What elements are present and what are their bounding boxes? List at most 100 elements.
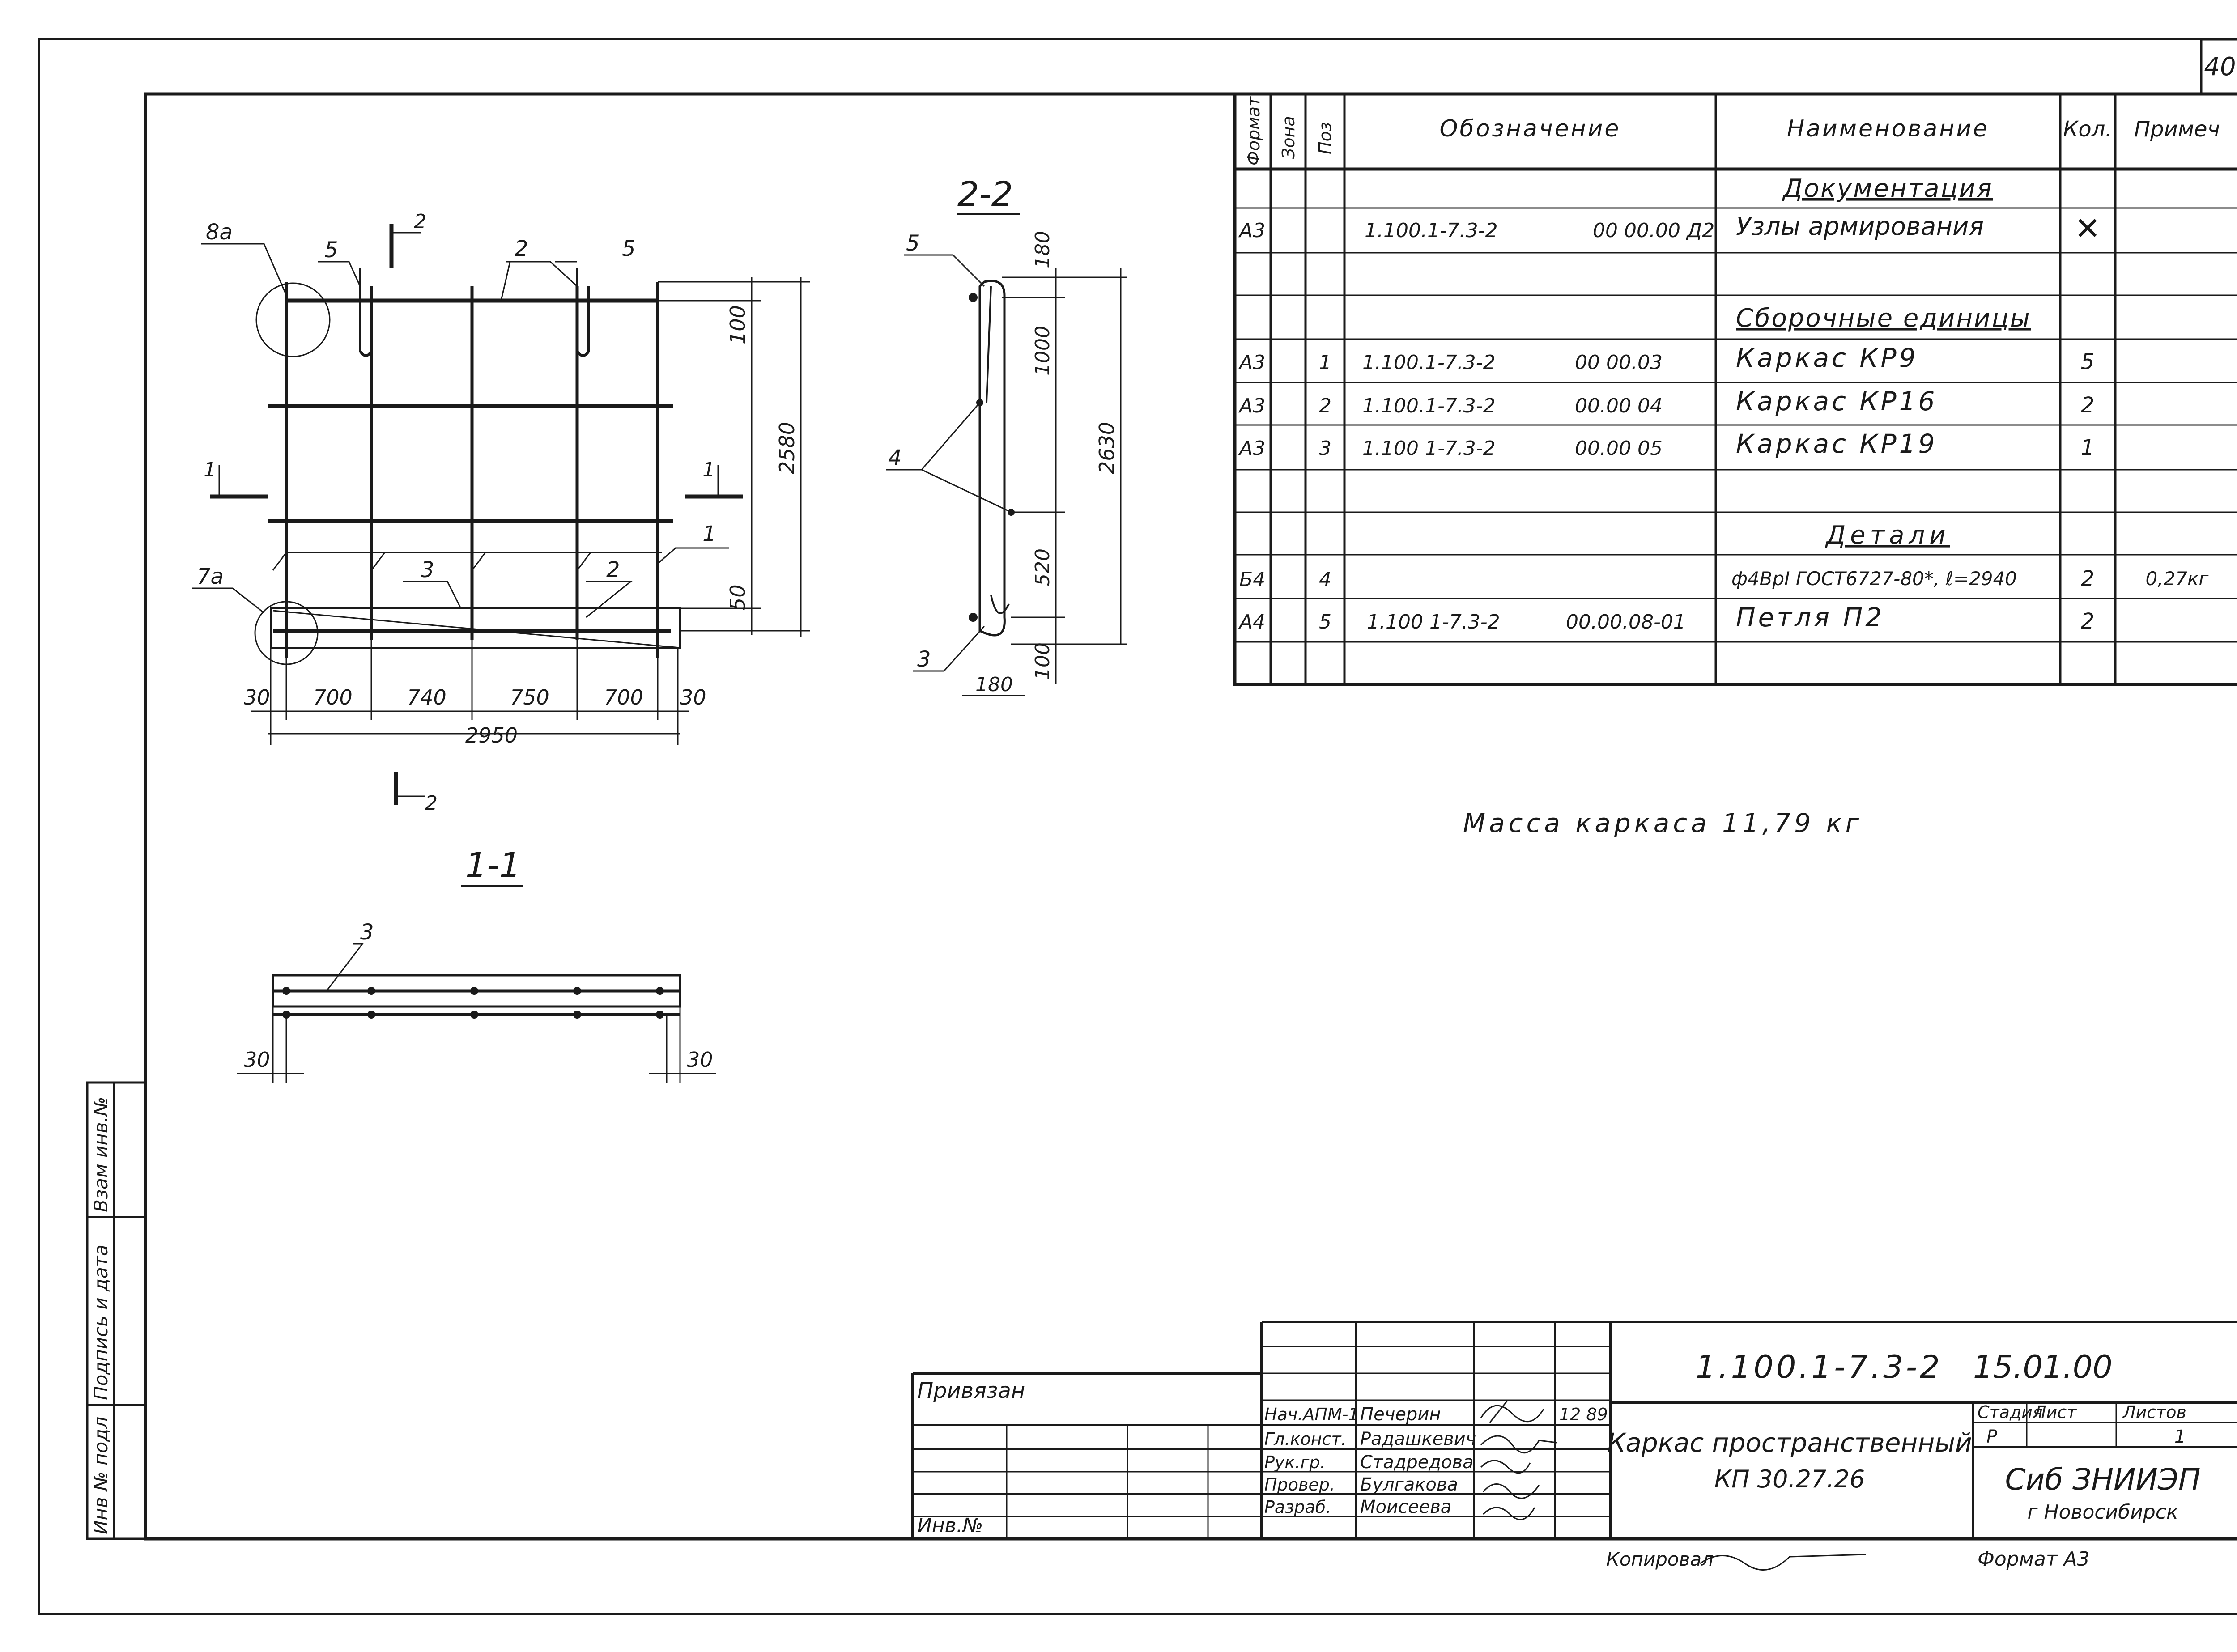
section-1-1-node-5 [656, 987, 664, 995]
section-2-2-leader-4b [921, 469, 1012, 513]
leader-tick-1 [272, 552, 287, 571]
tb-sheet-header: Лист [2033, 1402, 2077, 1422]
callout-5-right: 5 [622, 236, 636, 261]
mass-note: Масса каркаса 11,79 кг [1463, 808, 1863, 838]
dim-50: 50 [726, 584, 750, 611]
lifting-loop-left [359, 268, 373, 357]
callout-leader-2bottom [586, 581, 633, 618]
section-2-2-callout-3: 3 [917, 647, 931, 672]
tb-title-line2: КП 30.27.26 [1714, 1465, 1865, 1493]
title-block: Привязан Инв.№ Нач.АПМ-1 Гл.конст. Рук.г… [911, 1321, 2237, 1571]
tb-name-1: Печерин [1360, 1404, 1441, 1425]
dim-30-left: 30 [244, 685, 270, 709]
spec-row5-pos: 2 [1319, 395, 1331, 417]
spec-header-designation: Обозначение [1440, 115, 1621, 142]
callout-2-top: 2 [515, 236, 528, 261]
corner-number: 40 [2204, 52, 2236, 81]
tb-doc-sub: 15.01.00 [1973, 1349, 2113, 1385]
tb-sheets-header: Листов [2122, 1402, 2186, 1422]
spec-row1-qty: ✕ [2075, 210, 2101, 247]
dim-100: 100 [726, 305, 750, 344]
tb-signature-1 [1480, 1400, 1544, 1423]
spec-row5-code: 1.100.1-7.3-2 [1362, 395, 1496, 417]
section-2-2-leader-5 [904, 254, 985, 287]
section-2-2-title: 2-2 [957, 174, 1013, 214]
spec-row4-code: 1.100.1-7.3-2 [1362, 351, 1496, 374]
section-1-1-leader-3 [326, 943, 364, 991]
section-1-1-node-8 [470, 1011, 478, 1019]
section-1-1-dim-30-right: 30 [687, 1048, 713, 1072]
section-mark-2-top-label: 2 [414, 210, 426, 233]
section-2-2-loop [986, 286, 1010, 614]
section-1-1-node-10 [656, 1011, 664, 1019]
spec-row4-format: А3 [1238, 351, 1265, 374]
leader-tick-2 [370, 552, 386, 571]
tb-signature-3 [1480, 1460, 1531, 1474]
spec-header-zone: Зона [1279, 116, 1298, 159]
section-2-2-view: 2-2 180 1000 520 100 2630 180 5 4 3 [886, 174, 1127, 696]
section-mark-2-bottom-label: 2 [425, 792, 438, 815]
callout-leader-3 [403, 581, 462, 609]
spec-header-name: Наименование [1787, 115, 1989, 142]
tb-role-5: Разраб. [1264, 1497, 1331, 1517]
spec-row4-name: Каркас КР9 [1736, 343, 1918, 373]
spec-row9-note: 0,27кг [2146, 568, 2209, 590]
section-2-2-callout-5: 5 [906, 231, 920, 256]
spec-row5-name: Каркас КР16 [1736, 386, 1937, 416]
tb-name-5: Моисеева [1360, 1497, 1451, 1517]
spec-header-format: Формат [1244, 96, 1263, 166]
callout-leader-8a [201, 243, 287, 296]
tb-name-3: Стадредова [1360, 1452, 1474, 1473]
spec-header-qty: Кол. [2063, 117, 2112, 142]
dim-2950: 2950 [465, 723, 518, 747]
tb-inv-no: Инв.№ [917, 1514, 983, 1537]
section-2-2-bar-top [969, 293, 978, 302]
spec-row5-qty: 2 [2081, 393, 2095, 418]
section-2-2-dim-100: 100 [1031, 642, 1054, 680]
section-mark-1-right-label: 1 [702, 459, 715, 481]
spec-header-pos: Поз [1315, 122, 1335, 154]
tb-privyazan: Привязан [917, 1378, 1025, 1403]
left-stamp-inv-podl: Инв № подл [90, 1417, 112, 1534]
section-1-1-title: 1-1 [465, 845, 521, 885]
leader-tick-4 [576, 552, 591, 571]
spec-row10-qty: 2 [2081, 609, 2095, 634]
outer-frame [38, 38, 2237, 1615]
callout-3: 3 [421, 557, 434, 582]
tb-role-4: Провер. [1264, 1475, 1335, 1495]
section-2-2-dim-520: 520 [1031, 548, 1054, 586]
spec-row10-format: А4 [1238, 611, 1265, 633]
tb-copied-signature [1700, 1554, 1866, 1571]
section-1-1-callout-3: 3 [360, 920, 374, 945]
spec-row1-format: А3 [1238, 219, 1265, 242]
dim-2580: 2580 [775, 422, 799, 474]
callout-leader-5b [506, 261, 578, 287]
spec-row1-name: Узлы армирования [1736, 212, 1984, 241]
spec-row9-pos: 4 [1319, 568, 1331, 591]
spec-row9-name: ф4ВрI ГОСТ6727-80*, ℓ=2940 [1731, 568, 2017, 590]
left-stamp-signature: Подпись и дата [90, 1244, 112, 1400]
spec-section-assemblies: Сборочные единицы [1736, 304, 2031, 333]
left-stamp: Инв № подл Подпись и дата Взам инв.№ [86, 1081, 147, 1540]
section-2-2-leader-3 [913, 625, 985, 672]
bottom-frame-diagonal [272, 610, 680, 649]
spec-row6-pos: 3 [1319, 437, 1331, 460]
spec-section-documentation: Документация [1782, 174, 1993, 203]
spec-row10-name: Петля П2 [1736, 602, 1884, 633]
tb-format: Формат А3 [1978, 1548, 2090, 1571]
section-2-2-bar-bottom [969, 613, 978, 622]
section-1-1-node-3 [470, 987, 478, 995]
section-2-2-dim-2630: 2630 [1095, 422, 1119, 474]
dim-700-a: 700 [313, 685, 353, 709]
tb-role-1: Нач.АПМ-1 [1264, 1405, 1359, 1424]
bottom-frame [270, 607, 681, 649]
spec-row1-code: 1.100.1-7.3-2 [1365, 219, 1498, 242]
callout-2-bottom: 2 [606, 557, 620, 582]
left-stamp-border [86, 1081, 147, 1540]
spec-row4-num: 00 00.03 [1575, 351, 1663, 374]
section-2-2-dim-180-bottom: 180 [975, 673, 1013, 696]
spec-section-details: Детали [1824, 521, 1950, 550]
section-1-1-node-1 [282, 987, 290, 995]
callout-8a: 8а [206, 220, 233, 245]
dim-750: 750 [510, 685, 549, 709]
